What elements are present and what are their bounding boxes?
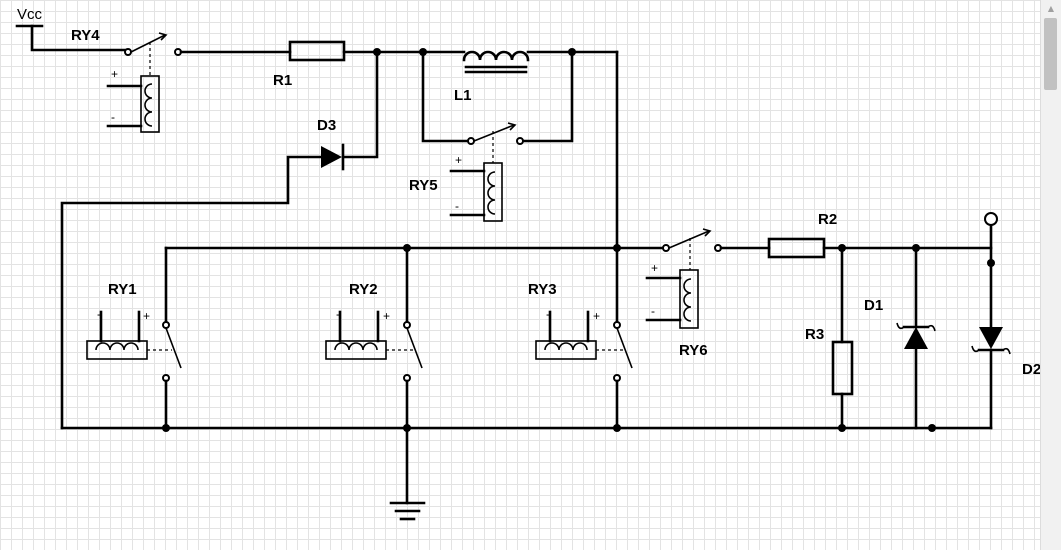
zener-diode-d1: D1 — [864, 246, 936, 430]
junction-dots — [162, 48, 995, 432]
relay-ry1: - + RY1 — [86, 281, 182, 382]
output-terminal — [984, 212, 998, 226]
l1-label: L1 — [454, 87, 472, 104]
ry6-label: RY6 — [679, 342, 708, 359]
d1-label: D1 — [864, 297, 883, 314]
zener-diode-d2: D2 — [971, 223, 1040, 430]
d3-label: D3 — [317, 117, 336, 134]
inductor-l1: L1 — [421, 50, 619, 104]
ground-symbol — [389, 426, 426, 521]
ry2-label: RY2 — [349, 281, 378, 298]
relay-ry3: - + RY3 — [528, 281, 633, 382]
relay-ry2: - + RY2 — [325, 281, 423, 382]
svg-text:+: + — [383, 309, 390, 323]
svg-text:+: + — [593, 309, 600, 323]
r3-label: R3 — [805, 326, 824, 343]
vertical-scrollbar[interactable]: ▲ — [1040, 0, 1061, 550]
ry5-label: RY5 — [409, 177, 438, 194]
r2-label: R2 — [818, 211, 837, 228]
d2-label: D2 — [1022, 361, 1040, 378]
ry4-label: RY4 — [71, 27, 100, 44]
svg-text:-: - — [651, 304, 655, 318]
r1-label: R1 — [273, 72, 292, 89]
svg-text:+: + — [651, 261, 658, 275]
relay-ry6: + - RY6 — [645, 228, 722, 359]
ry1-label: RY1 — [108, 281, 137, 298]
svg-text:+: + — [111, 67, 118, 81]
svg-text:-: - — [111, 110, 115, 124]
relay-ry4: + - RY4 — [71, 27, 182, 133]
svg-text:-: - — [455, 199, 459, 213]
svg-text:-: - — [336, 307, 340, 321]
resistor-r2: R2 — [767, 211, 837, 259]
svg-text:-: - — [97, 307, 101, 321]
vcc-terminal: Vcc — [15, 6, 127, 52]
svg-text:+: + — [455, 153, 462, 167]
scrollbar-thumb[interactable] — [1044, 18, 1057, 90]
svg-text:-: - — [546, 307, 550, 321]
resistor-r1: R1 — [273, 40, 346, 89]
scroll-up-arrow-icon[interactable]: ▲ — [1047, 4, 1055, 13]
ry3-label: RY3 — [528, 281, 557, 298]
vcc-label: Vcc — [17, 6, 43, 23]
diode-d3: D3 — [317, 117, 345, 171]
resistor-r3: R3 — [805, 246, 854, 430]
svg-text:+: + — [143, 309, 150, 323]
relay-ry5: + - RY5 — [409, 122, 524, 222]
